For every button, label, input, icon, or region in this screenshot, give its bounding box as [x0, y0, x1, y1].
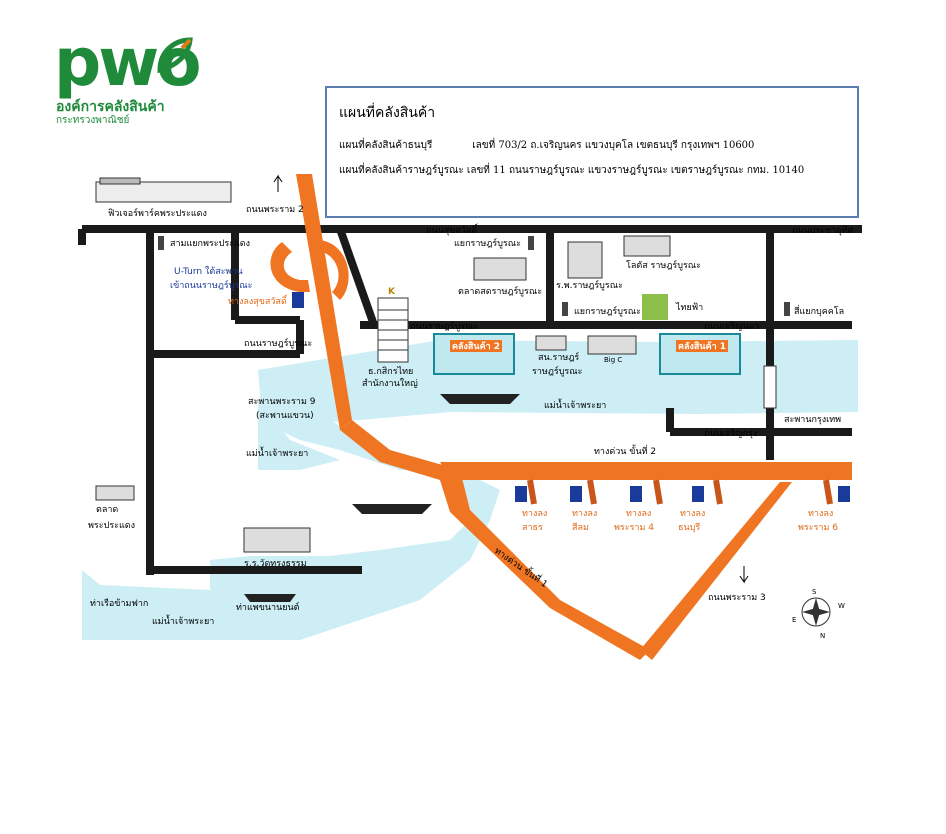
- infobox-row-name: แผนที่คลังสินค้าราษฎร์บูรณะ: [339, 165, 464, 176]
- logo-org-name: องค์การคลังสินค้า: [56, 99, 165, 115]
- label-exit-rama6-1: ทางลง: [808, 509, 833, 519]
- label-police-1: สน.ราษฎร์: [538, 351, 579, 363]
- label-exit-silom-1: ทางลง: [572, 509, 597, 519]
- label-exit-tanon-2: ธนบุรี: [678, 522, 700, 533]
- label-market-phrapradaeng-1: ตลาด: [96, 505, 118, 515]
- label-road-ratburana: ถนนราษฎร์บูรณะ: [410, 320, 478, 332]
- infobox-row-address: เลขที่ 703/2 ถ.เจริญนคร แขวงบุคโล เขตธนบ…: [472, 140, 755, 151]
- hospital-building: [567, 241, 603, 279]
- label-river-bottom: แม่น้ำเจ้าพระยา: [152, 614, 214, 627]
- compass-e: E: [792, 616, 796, 624]
- label-police-2: ราษฎร์บูรณะ: [532, 365, 583, 377]
- label-market-ratburana: ตลาดสดราษฎร์บูรณะ: [458, 285, 542, 297]
- logo-leaf-icon: [157, 37, 193, 74]
- logo-ministry: กระทรวงพาณิชย์: [56, 115, 130, 126]
- police-station-building: [535, 335, 567, 351]
- bigc-building: [587, 335, 637, 355]
- label-road-charoenkrung: ถนนเจริญกรุง: [704, 428, 757, 439]
- school-building: [243, 527, 311, 553]
- label-road-ratburana-left: ถนนราษฎร์บูรณะ: [244, 337, 312, 349]
- infobox-row-ratburana: แผนที่คลังสินค้าราษฎร์บูรณะ เลขที่ 11 ถน…: [339, 163, 845, 178]
- label-expressway-1: ทางด่วน ขั้นที่ 1: [492, 544, 550, 590]
- exit-sign-icons: [292, 292, 850, 502]
- boat-icon: [440, 394, 520, 404]
- label-exit-sathon-1: ทางลง: [522, 509, 547, 519]
- label-road-rama3: ถนนพระราม 3: [708, 593, 766, 603]
- label-road-rama2: ถนนพระราม 2: [246, 205, 304, 215]
- label-exit-tanon-1: ทางลง: [680, 509, 705, 519]
- south-arrow-icon: [739, 566, 749, 584]
- label-ferry-car: ท่าแพขนานยนต์: [236, 601, 300, 613]
- label-junction-bukkhalo: สี่แยกบุคคโล: [794, 304, 844, 317]
- kbank-tower: [377, 297, 409, 363]
- compass-w: W: [838, 602, 845, 610]
- warehouse-2-building: [433, 333, 515, 375]
- label-expressway-2: ทางด่วน ขั้นที่ 2: [594, 444, 656, 457]
- market-phrapradaeng-building: [95, 485, 135, 501]
- expressways: [270, 174, 852, 660]
- infobox-row-name: แผนที่คลังสินค้าธนบุรี: [339, 140, 433, 151]
- label-school: ร.ร.วัดทรงธรรม: [244, 559, 307, 569]
- label-kbank-1: ธ.กสิกรไทย: [368, 366, 413, 377]
- label-bigc: Big C: [604, 356, 622, 364]
- label-road-suksawat: ถนนสุขสวัสดิ์: [426, 223, 479, 236]
- label-warehouse-2: คลังสินค้า 2: [452, 341, 500, 352]
- label-river-mid: แม่น้ำเจ้าพระยา: [246, 446, 308, 459]
- label-lotus: โลตัส ราษฎร์บูรณะ: [626, 259, 701, 271]
- warehouse-info-box: แผนที่คลังสินค้า แผนที่คลังสินค้าธนบุรี …: [325, 86, 859, 218]
- label-market-phrapradaeng-2: พระประแดง: [88, 521, 135, 531]
- label-thaiwatsadu: ไทยฟ้า: [675, 302, 703, 313]
- roads: [78, 225, 862, 575]
- label-exit-silom-2: สีลม: [572, 522, 589, 533]
- north-arrow-icon: [273, 174, 283, 192]
- label-road-pracha-uthit: ถนนประชาอุทิศ: [792, 225, 854, 236]
- thaiwatsadu-marker: [642, 294, 668, 320]
- label-road-charoennakhon: ถนนเจริญนคร: [704, 321, 760, 332]
- label-uturn-1: U-Turn ใต้สะพาน: [174, 266, 243, 277]
- infobox-title: แผนที่คลังสินค้า: [339, 105, 436, 121]
- label-ferry-left: ท่าเรือข้ามฟาก: [90, 598, 148, 609]
- lotus-building: [623, 235, 671, 257]
- label-kbank-2: สำนักงานใหญ่: [362, 378, 418, 389]
- compass-s: S: [812, 588, 817, 596]
- warehouse-1-building: [659, 333, 741, 375]
- infobox-row-thonburi: แผนที่คลังสินค้าธนบุรี เลขที่ 703/2 ถ.เจ…: [339, 138, 845, 153]
- label-bridge-rama9-2: (สะพานแขวน): [256, 411, 314, 421]
- boat-icon: [352, 504, 432, 514]
- label-exit-rama4-2: พระราม 4: [614, 523, 654, 533]
- label-exit-rama4-1: ทางลง: [626, 509, 651, 519]
- label-exit-suksawat: ทางลงสุขสวัสดิ์: [228, 294, 288, 307]
- label-junction-phrapradaeng: สามแยกพระประแดง: [170, 239, 250, 249]
- bridge-krungthep: [763, 365, 777, 409]
- label-junction-ratburana: แยกราษฎร์บูรณะ: [454, 237, 521, 249]
- market-building: [473, 257, 527, 281]
- label-river-top: แม่น้ำเจ้าพระยา: [544, 398, 606, 411]
- label-kbank-k: K: [388, 287, 396, 297]
- label-hospital: ร.พ.ราษฎร์บูรณะ: [556, 279, 623, 291]
- label-future-park: ฟิวเจอร์พาร์คพระประแดง: [108, 207, 207, 219]
- label-bridge-krungthep: สะพานกรุงเทพ: [784, 415, 841, 425]
- label-uturn-2: เข้าถนนราษฎร์บูรณะ: [170, 279, 253, 291]
- future-park-building: [95, 177, 232, 203]
- infobox-row-address: เลขที่ 11 ถนนราษฎร์บูรณะ แขวงราษฎร์บูรณะ…: [466, 165, 805, 176]
- compass-n: N: [820, 632, 825, 640]
- label-warehouse-1: คลังสินค้า 1: [678, 341, 726, 352]
- traffic-light-icons: [158, 236, 790, 316]
- label-bridge-rama9-1: สะพานพระราม 9: [248, 397, 316, 407]
- label-exit-rama6-2: พระราม 6: [798, 523, 838, 533]
- ferry-car-icon: [244, 594, 296, 602]
- label-exit-sathon-2: สาธร: [522, 523, 543, 533]
- compass-icon: [801, 597, 831, 627]
- label-junction-ratburana-2: แยกราษฎร์บูรณะ: [574, 305, 641, 317]
